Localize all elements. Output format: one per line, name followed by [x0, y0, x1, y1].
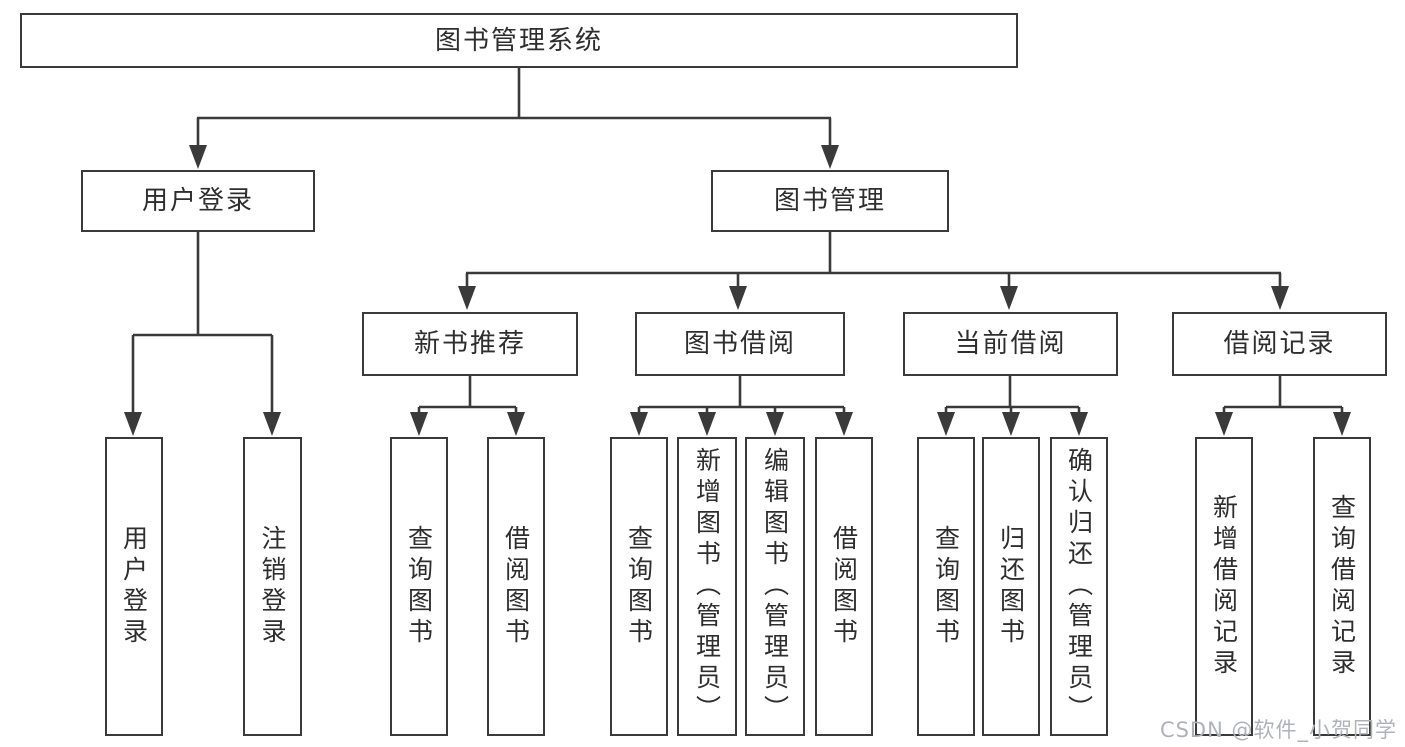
node-leaf-borrow-book-2: 借阅图书	[815, 437, 873, 736]
csdn-watermark: CSDN @软件_小贺同学	[1159, 718, 1397, 742]
node-current-borrow: 当前借阅	[903, 312, 1118, 376]
node-leaf-query-book-2: 查询图书	[610, 437, 668, 736]
node-leaf-query-book-3: 查询图书	[917, 437, 975, 736]
node-book-borrow: 图书借阅	[635, 312, 845, 376]
node-borrow-record: 借阅记录	[1172, 312, 1387, 376]
node-new-book-recommend: 新书推荐	[362, 312, 578, 376]
node-leaf-query-borrow-record: 查询借阅记录	[1313, 437, 1371, 736]
node-leaf-return-book: 归还图书	[982, 437, 1040, 736]
node-leaf-add-book-admin: 新增图书（管理员）	[677, 437, 737, 736]
node-leaf-edit-book-admin: 编辑图书（管理员）	[745, 437, 805, 736]
node-user-login: 用户登录	[81, 170, 315, 232]
node-leaf-user-login: 用户登录	[105, 437, 163, 736]
node-book-management: 图书管理	[711, 170, 949, 232]
node-library-system: 图书管理系统	[20, 13, 1018, 68]
node-leaf-confirm-return-admin: 确认归还（管理员）	[1050, 437, 1108, 736]
node-leaf-borrow-book-1: 借阅图书	[487, 437, 545, 736]
node-leaf-logout: 注销登录	[243, 437, 302, 736]
node-leaf-add-borrow-record: 新增借阅记录	[1195, 437, 1253, 736]
node-leaf-query-book-1: 查询图书	[390, 437, 448, 736]
